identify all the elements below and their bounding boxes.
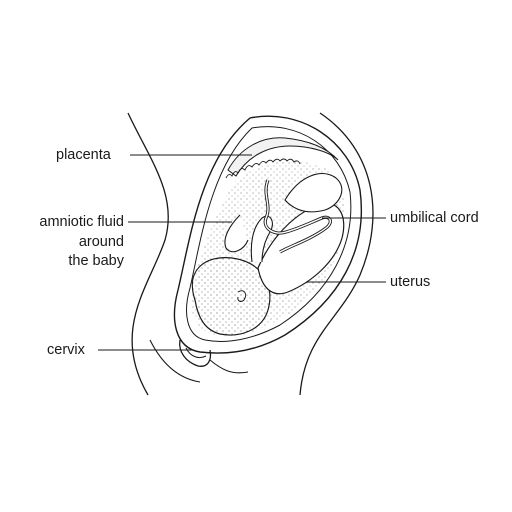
label-amniotic-fluid-line2: around: [78, 234, 124, 250]
fetus-head: [191, 257, 271, 336]
vaginal-wall: [149, 339, 249, 383]
label-amniotic-fluid-line1: amniotic fluid: [39, 214, 124, 230]
label-placenta: placenta: [56, 147, 111, 163]
placenta: [227, 137, 339, 177]
placenta-villi: [225, 158, 301, 179]
label-umbilical-cord: umbilical cord: [390, 210, 479, 226]
fetus-body: [257, 202, 345, 295]
fetus-ear: [237, 290, 247, 302]
label-uterus: uterus: [390, 274, 431, 290]
fetus-leg: [284, 173, 343, 213]
fetus-foot: [224, 214, 249, 253]
mother-belly-outline: [299, 112, 374, 396]
label-amniotic-fluid-line3: the baby: [68, 253, 124, 269]
mother-back-outline: [127, 112, 169, 396]
label-cervix: cervix: [47, 342, 85, 358]
